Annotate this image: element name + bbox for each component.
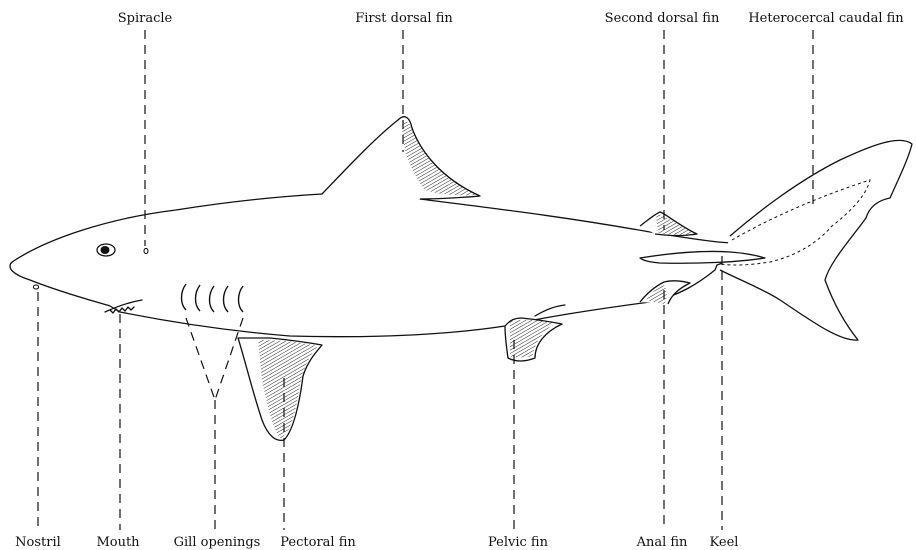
shark-back-outline bbox=[420, 199, 770, 244]
gill-slit bbox=[239, 286, 244, 312]
pelvic-fin-shading bbox=[510, 320, 555, 358]
label-first-dorsal-fin: First dorsal fin bbox=[355, 11, 453, 26]
label-gill-openings: Gill openings bbox=[174, 535, 261, 550]
spiracle-opening bbox=[144, 248, 148, 253]
label-nostril: Nostril bbox=[15, 535, 61, 550]
gill-slit bbox=[210, 286, 215, 312]
label-pelvic-fin: Pelvic fin bbox=[488, 535, 549, 550]
label-mouth: Mouth bbox=[96, 535, 140, 550]
clasper-line bbox=[535, 305, 565, 316]
caudal-fin-shape bbox=[720, 140, 912, 340]
second-dorsal-fin-shading bbox=[656, 214, 696, 235]
gill-slits bbox=[182, 284, 244, 312]
gill-slit bbox=[182, 284, 187, 310]
eye-pupil bbox=[101, 246, 110, 254]
label-anal-fin: Anal fin bbox=[636, 535, 688, 550]
gill-slit bbox=[196, 285, 201, 311]
label-second-dorsal-fin: Second dorsal fin bbox=[605, 11, 720, 26]
gill-slit bbox=[224, 286, 229, 312]
gill-openings-leader-left bbox=[186, 318, 215, 400]
label-caudal-fin: Heterocercal caudal fin bbox=[748, 11, 904, 26]
label-keel: Keel bbox=[710, 535, 739, 550]
label-pectoral-fin: Pectoral fin bbox=[280, 535, 356, 550]
nostril-opening bbox=[33, 285, 38, 289]
shark-body-outline bbox=[10, 194, 800, 337]
leader-lines bbox=[38, 30, 813, 530]
label-spiracle: Spiracle bbox=[118, 11, 173, 26]
